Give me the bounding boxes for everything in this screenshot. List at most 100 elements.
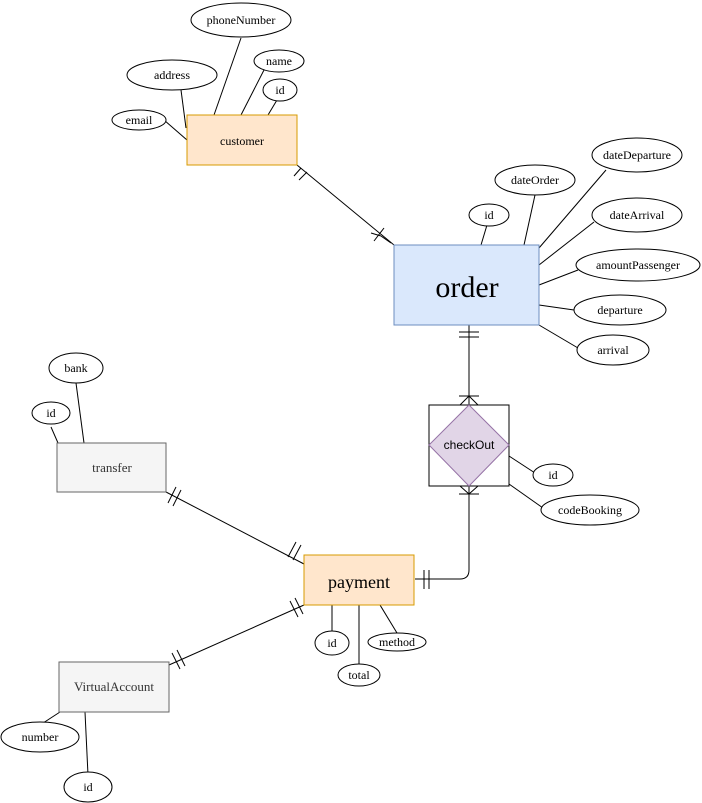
relationship-checkout[interactable]: checkOut	[428, 404, 510, 487]
entity-order[interactable]: order	[393, 244, 540, 326]
entity-customer[interactable]: customer	[186, 114, 298, 166]
attr-order-departure-ellipse	[573, 294, 667, 326]
attr-order-datedeparture-label: dateDeparture	[603, 148, 671, 162]
attr-transfer-bank[interactable]: bank	[48, 352, 104, 384]
order-checkout-crow-a	[459, 395, 470, 406]
virtualaccount-id-connector	[84, 711, 89, 776]
attr-order-datearrival-ellipse	[591, 197, 683, 233]
transfer-payment-tick-d	[292, 544, 302, 561]
order-box	[393, 244, 540, 326]
customer-box	[186, 114, 298, 166]
attr-order-datedeparture[interactable]: dateDeparture	[591, 137, 683, 173]
customer-phone-connector	[213, 37, 242, 116]
attr-checkout-codebooking-label: codeBooking	[558, 503, 622, 517]
customer-order-many-tick	[373, 227, 385, 242]
transfer-box	[56, 442, 167, 493]
attr-virtualaccount-number-ellipse	[0, 721, 80, 753]
attr-order-departure-label: departure	[597, 303, 642, 317]
payment-box	[303, 554, 415, 606]
attr-order-departure[interactable]: departure	[573, 294, 667, 326]
attr-customer-name-ellipse	[253, 49, 305, 73]
transfer-payment-tick-c	[287, 541, 297, 558]
customer-label: customer	[220, 134, 264, 148]
attr-customer-name-label: name	[266, 54, 292, 68]
relationship-lines	[165, 164, 479, 670]
attr-payment-method-label: method	[379, 635, 415, 649]
entity-virtualaccount[interactable]: VirtualAccount	[58, 661, 170, 713]
attr-customer-address[interactable]: address	[126, 59, 218, 91]
customer-order-one-tick-b	[298, 171, 308, 181]
attr-customer-id[interactable]: id	[262, 78, 298, 102]
attr-customer-email[interactable]: email	[111, 109, 167, 131]
attr-payment-id-ellipse	[314, 630, 350, 656]
attr-payment-id[interactable]: id	[314, 630, 350, 656]
order-datearrival-connector	[538, 221, 595, 266]
attr-order-id-ellipse	[468, 203, 510, 227]
checkout-payment-crow-b	[468, 485, 479, 495]
transfer-label: transfer	[92, 460, 132, 475]
payment-method-connector	[379, 604, 398, 634]
attr-payment-total-ellipse	[337, 663, 381, 687]
customer-order-crow-b	[380, 235, 392, 244]
checkout-payment-crow-a	[459, 485, 470, 495]
attr-payment-method-ellipse	[367, 632, 427, 652]
attr-checkout-id[interactable]: id	[532, 463, 574, 487]
customer-order-relationship	[296, 164, 395, 246]
attr-order-dateorder[interactable]: dateOrder	[494, 164, 576, 196]
order-amountpassenger-connector	[538, 269, 579, 286]
attr-customer-phonenumber[interactable]: phoneNumber	[190, 2, 292, 38]
checkout-diamond	[428, 404, 510, 487]
attr-virtualaccount-number[interactable]: number	[0, 721, 80, 753]
customer-email-connector	[163, 119, 188, 141]
attr-checkout-codebooking-ellipse	[540, 494, 640, 526]
attr-customer-name[interactable]: name	[253, 49, 305, 73]
customer-order-one-tick-a	[293, 167, 302, 177]
virtualaccount-label: VirtualAccount	[74, 679, 154, 694]
attr-order-amountpassenger-label: amountPassenger	[596, 258, 680, 272]
attr-virtualaccount-number-label: number	[22, 730, 59, 744]
attr-order-dateorder-ellipse	[494, 164, 576, 196]
attr-virtualaccount-id-label: id	[83, 780, 92, 794]
order-id-connector	[480, 224, 488, 246]
attr-customer-phonenumber-label: phoneNumber	[207, 13, 276, 27]
attr-order-arrival[interactable]: arrival	[576, 334, 650, 366]
attr-order-datearrival-label: dateArrival	[610, 208, 665, 222]
virtualaccount-payment-relationship	[168, 604, 305, 666]
attr-order-amountpassenger[interactable]: amountPassenger	[575, 248, 701, 282]
payment-label: payment	[328, 572, 390, 592]
attr-order-dateorder-label: dateOrder	[511, 173, 559, 187]
customer-name-connector	[240, 69, 265, 116]
attr-transfer-bank-label: bank	[64, 361, 87, 375]
attr-order-id-label: id	[484, 208, 493, 222]
order-departure-connector	[538, 304, 575, 311]
attr-order-amountpassenger-ellipse	[575, 248, 701, 282]
attr-customer-id-ellipse	[262, 78, 298, 102]
order-checkout-crow-b	[468, 395, 479, 406]
virtualaccount-payment-tick-a	[171, 652, 181, 670]
transfer-bank-connector	[75, 382, 85, 444]
attr-virtualaccount-id[interactable]: id	[63, 771, 113, 803]
checkout-payment-relationship	[415, 486, 470, 580]
transfer-id-connector	[50, 426, 59, 444]
attr-checkout-id-label: id	[548, 468, 557, 482]
attr-transfer-id-label: id	[46, 406, 55, 420]
attr-order-arrival-ellipse	[576, 334, 650, 366]
attr-order-id[interactable]: id	[468, 203, 510, 227]
attr-payment-total[interactable]: total	[337, 663, 381, 687]
checkout-label: checkOut	[444, 438, 495, 452]
attr-customer-email-ellipse	[111, 109, 167, 131]
transfer-payment-tick-a	[167, 486, 177, 504]
attr-payment-method[interactable]: method	[367, 632, 427, 652]
customer-order-crow-a	[370, 232, 382, 237]
attr-order-arrival-label: arrival	[597, 343, 629, 357]
attr-order-datearrival[interactable]: dateArrival	[591, 197, 683, 233]
virtualaccount-payment-tick-b	[176, 649, 186, 667]
attr-customer-email-label: email	[126, 113, 153, 127]
attr-checkout-id-ellipse	[532, 463, 574, 487]
attr-checkout-codebooking[interactable]: codeBooking	[540, 494, 640, 526]
entity-transfer[interactable]: transfer	[56, 442, 167, 493]
entity-payment[interactable]: payment	[303, 554, 415, 606]
attr-transfer-id[interactable]: id	[31, 401, 71, 425]
